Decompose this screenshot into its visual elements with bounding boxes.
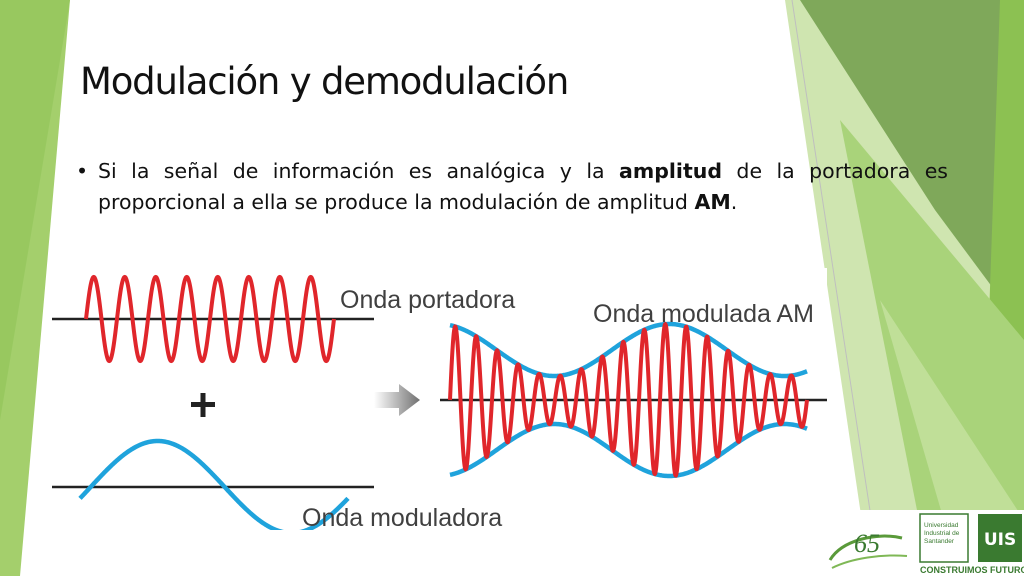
university-line-2: Industrial de: [924, 530, 960, 537]
university-logo: 65 UIS Universidad Industrial de Santand…: [822, 510, 1024, 576]
bullet-bold-amplitud: amplitud: [619, 159, 723, 183]
modulating-label: Onda moduladora: [302, 504, 503, 532]
right-accent-line: [791, 0, 881, 576]
bullet-marker: •: [76, 159, 89, 183]
bullet-text: Si la señal de información es analógica …: [76, 156, 948, 218]
logo-frame: [919, 513, 969, 563]
am-modulation-diagram: Onda portadora Onda modulada AM Onda mod…: [52, 268, 827, 536]
university-line-1: Universidad: [924, 522, 959, 529]
anniversary-swoosh: [828, 534, 903, 561]
bullet-text-part3: .: [730, 190, 738, 214]
university-slogan: CONSTRUIMOS FUTURO: [920, 565, 1024, 575]
university-name: Universidad Industrial de Santander: [924, 522, 959, 546]
anniversary-swoosh-lower: [831, 554, 908, 569]
bullet-bold-am: AM: [694, 190, 731, 214]
modulated-label: Onda modulada AM: [593, 300, 814, 328]
slide-title: Modulación y demodulación: [80, 60, 569, 103]
monogram-block: [978, 514, 1022, 562]
anniversary-number: 65: [854, 529, 880, 558]
carrier-label: Onda portadora: [340, 286, 516, 314]
right-accent-light: [880, 300, 1024, 576]
university-line-3: Santander: [924, 538, 954, 545]
right-accent-dark: [800, 0, 1024, 330]
arrow-right-icon: [374, 384, 420, 416]
modulated-wave: [448, 321, 809, 478]
bullet-point: • Si la señal de información es analógic…: [76, 156, 948, 218]
carrier-wave: [84, 274, 336, 364]
bullet-text-part1: Si la señal de información es analógica …: [98, 159, 620, 183]
left-accent-shade: [0, 0, 70, 420]
plus-vertical: [200, 393, 206, 417]
monogram: UIS: [984, 530, 1016, 550]
logo-graphics: 65 UIS: [828, 513, 1022, 569]
bullet-text-part2: de la portadora es proporcional a ella s…: [98, 159, 948, 214]
